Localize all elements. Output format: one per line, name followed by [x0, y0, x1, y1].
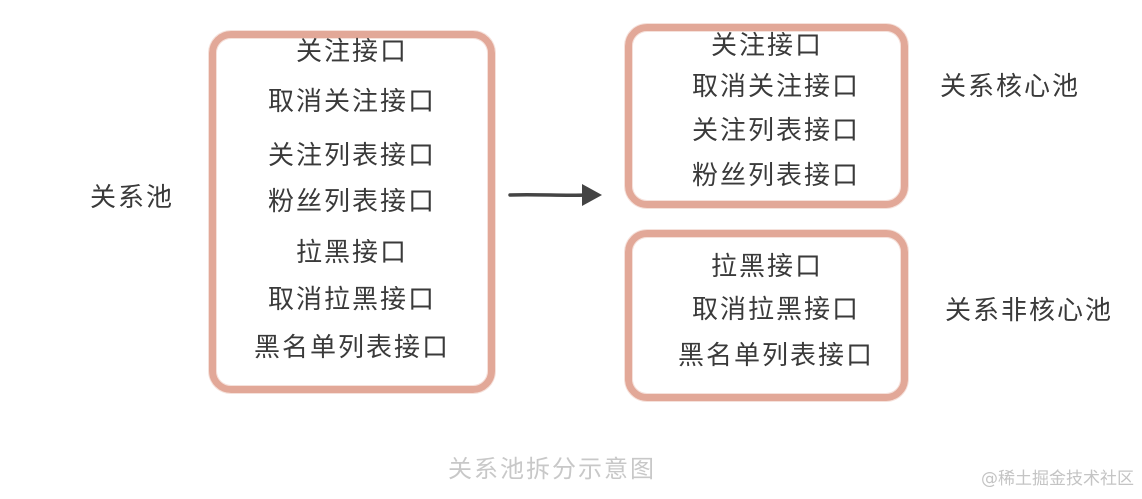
watermark: @稀土掘金技术社区 — [981, 469, 1134, 489]
core-pool-box — [625, 24, 908, 208]
noncore-item-block: 拉黑接口 — [710, 252, 824, 282]
left-item-unfollow: 取消关注接口 — [267, 87, 437, 117]
core-item-follow: 关注接口 — [710, 31, 824, 61]
left-item-fans-list: 粉丝列表接口 — [267, 187, 437, 217]
left-item-follow-list: 关注列表接口 — [267, 141, 437, 171]
core-item-unfollow: 取消关注接口 — [691, 72, 861, 102]
relation-pool-label: 关系池 — [90, 183, 175, 213]
diagram-caption: 关系池拆分示意图 — [448, 455, 656, 483]
core-item-fans-list: 粉丝列表接口 — [691, 161, 861, 191]
noncore-pool-box — [625, 230, 908, 401]
left-item-unblock: 取消拉黑接口 — [267, 285, 437, 315]
split-arrow-icon — [508, 184, 602, 206]
left-item-follow: 关注接口 — [295, 37, 409, 67]
left-item-blacklist: 黑名单列表接口 — [253, 333, 451, 363]
noncore-item-unblock: 取消拉黑接口 — [691, 295, 861, 325]
core-pool-label: 关系核心池 — [940, 72, 1081, 102]
relation-pool-box — [209, 31, 495, 393]
noncore-item-blacklist: 黑名单列表接口 — [677, 341, 875, 371]
left-item-block: 拉黑接口 — [295, 238, 409, 268]
noncore-pool-label: 关系非核心池 — [945, 296, 1114, 326]
core-item-follow-list: 关注列表接口 — [691, 116, 861, 146]
